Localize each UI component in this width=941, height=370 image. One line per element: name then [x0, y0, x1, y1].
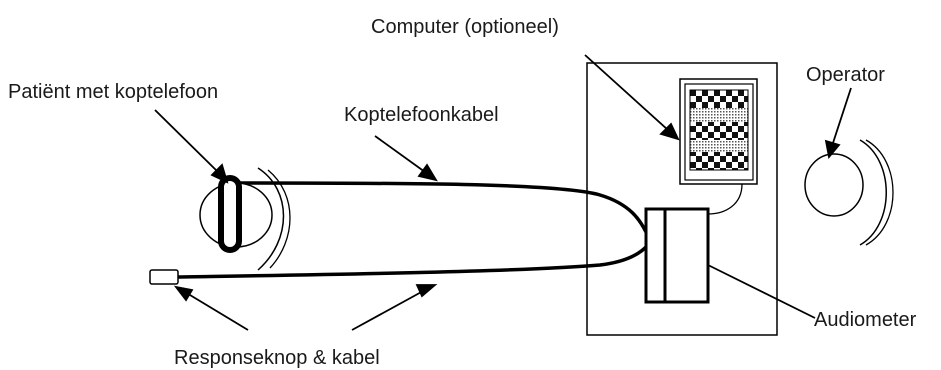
operator-arrow	[831, 87, 852, 147]
response-cable-arrow	[351, 289, 426, 331]
computer-screen	[689, 89, 749, 171]
patient-label: Patiënt met koptelefoon	[8, 81, 218, 103]
operator-arrowhead	[824, 139, 841, 160]
computer	[679, 78, 758, 185]
audiometer	[644, 207, 710, 304]
response-button-label: Responseknop & kabel	[174, 347, 380, 369]
response-button-arrow	[184, 291, 249, 331]
operator-label: Operator	[806, 64, 885, 86]
patient-body-arc	[257, 167, 285, 271]
patient	[199, 167, 291, 271]
patient-arrow	[154, 109, 219, 173]
headphone-cable	[229, 181, 648, 233]
patient-arrowhead	[210, 163, 229, 184]
operator	[804, 139, 894, 246]
operator-body-arc	[859, 139, 887, 246]
headphone-icon	[218, 175, 242, 253]
response-button	[149, 269, 179, 285]
headphone-cable-arrowhead	[417, 163, 438, 182]
audiometer-leader	[707, 264, 816, 319]
headphone-cable-arrow	[374, 135, 426, 173]
computer-audiometer-cable	[707, 183, 743, 215]
computer-arrowhead	[659, 122, 680, 141]
response-button-cable	[177, 245, 648, 279]
patient-body-arc-inner	[267, 169, 291, 269]
computer-arrow	[584, 54, 669, 131]
operator-body-arc-inner	[865, 139, 894, 246]
response-cable-arrowhead	[415, 284, 438, 298]
audiometer-label: Audiometer	[814, 309, 917, 331]
operator-head	[804, 153, 864, 217]
computer-label: Computer (optioneel)	[371, 16, 559, 38]
response-button-arrowhead	[173, 285, 194, 302]
headphone-cable-label: Koptelefoonkabel	[344, 104, 499, 126]
